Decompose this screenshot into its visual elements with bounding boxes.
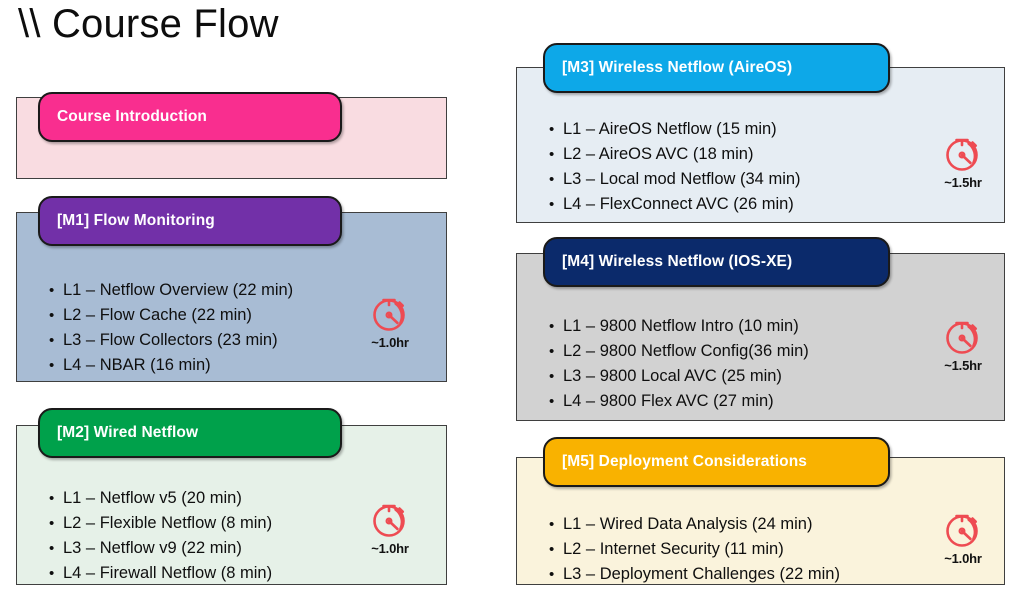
list-item: L4 – FlexConnect AVC (26 min) (548, 192, 801, 217)
module-header-label: [M4] Wireless Netflow (IOS-XE) (562, 253, 793, 270)
duration-badge-m1: ~1.0hr (357, 290, 423, 350)
list-item: L2 – Internet Security (11 min) (548, 537, 840, 562)
list-item: L1 – Netflow Overview (22 min) (48, 278, 293, 303)
duration-badge-m2: ~1.0hr (357, 496, 423, 556)
module-header-m4[interactable]: [M4] Wireless Netflow (IOS-XE) (543, 237, 890, 287)
module-header-label: [M2] Wired Netflow (57, 424, 199, 441)
list-item: L2 – AireOS AVC (18 min) (548, 142, 801, 167)
duration-label: ~1.5hr (944, 175, 982, 190)
lesson-list-m2: L1 – Netflow v5 (20 min) L2 – Flexible N… (48, 486, 272, 586)
list-item: L1 – Wired Data Analysis (24 min) (548, 512, 840, 537)
module-header-m3[interactable]: [M3] Wireless Netflow (AireOS) (543, 43, 890, 93)
list-item: L3 – 9800 Local AVC (25 min) (548, 364, 809, 389)
duration-label: ~1.0hr (944, 551, 982, 566)
duration-badge-m3: ~1.5hr (930, 130, 996, 190)
module-header-m1[interactable]: [M1] Flow Monitoring (38, 196, 342, 246)
list-item: L3 – Local mod Netflow (34 min) (548, 167, 801, 192)
list-item: L1 – AireOS Netflow (15 min) (548, 117, 801, 142)
stopwatch-icon (373, 298, 405, 331)
duration-label: ~1.0hr (371, 541, 409, 556)
module-header-m5[interactable]: [M5] Deployment Considerations (543, 437, 890, 487)
list-item: L3 – Netflow v9 (22 min) (48, 536, 272, 561)
module-header-intro[interactable]: Course Introduction (38, 92, 342, 142)
duration-label: ~1.5hr (944, 358, 982, 373)
module-header-m2[interactable]: [M2] Wired Netflow (38, 408, 342, 458)
list-item: L4 – NBAR (16 min) (48, 353, 293, 378)
lesson-list-m5: L1 – Wired Data Analysis (24 min) L2 – I… (548, 512, 840, 587)
duration-label: ~1.0hr (371, 335, 409, 350)
duration-badge-m5: ~1.0hr (930, 506, 996, 566)
list-item: L4 – 9800 Flex AVC (27 min) (548, 389, 809, 414)
stopwatch-icon (373, 504, 405, 537)
module-header-label: Course Introduction (57, 108, 208, 125)
lesson-list-m1: L1 – Netflow Overview (22 min) L2 – Flow… (48, 278, 293, 378)
stopwatch-icon (946, 321, 978, 354)
lesson-list-m4: L1 – 9800 Netflow Intro (10 min) L2 – 98… (548, 314, 809, 414)
list-item: L4 – Firewall Netflow (8 min) (48, 561, 272, 586)
module-header-label: [M5] Deployment Considerations (562, 453, 807, 470)
list-item: L2 – Flow Cache (22 min) (48, 303, 293, 328)
lesson-list-m3: L1 – AireOS Netflow (15 min) L2 – AireOS… (548, 117, 801, 217)
list-item: L2 – 9800 Netflow Config(36 min) (548, 339, 809, 364)
page-title: \\ Course Flow (18, 2, 279, 46)
stopwatch-icon (946, 138, 978, 171)
duration-badge-m4: ~1.5hr (930, 313, 996, 373)
module-header-label: [M1] Flow Monitoring (57, 212, 215, 229)
list-item: L1 – 9800 Netflow Intro (10 min) (548, 314, 809, 339)
list-item: L1 – Netflow v5 (20 min) (48, 486, 272, 511)
list-item: L3 – Deployment Challenges (22 min) (548, 562, 840, 587)
list-item: L2 – Flexible Netflow (8 min) (48, 511, 272, 536)
module-header-label: [M3] Wireless Netflow (AireOS) (562, 59, 793, 76)
stopwatch-icon (946, 514, 978, 547)
list-item: L3 – Flow Collectors (23 min) (48, 328, 293, 353)
